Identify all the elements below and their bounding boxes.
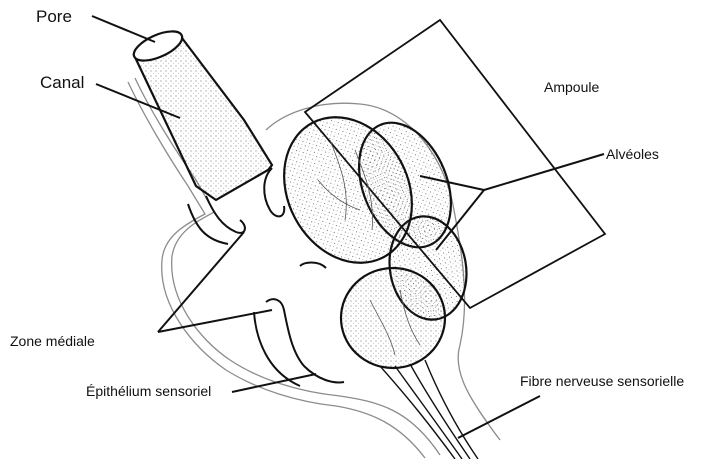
canal-tube (130, 25, 272, 200)
alveolus-bottom (341, 268, 445, 368)
label-pore: Pore (36, 8, 72, 25)
label-ampoule: Ampoule (544, 80, 599, 94)
label-epithelium: Épithélium sensoriel (86, 384, 211, 398)
alveoles-leader (484, 154, 604, 190)
label-zone-mediale: Zone médiale (10, 334, 95, 348)
label-alveoles: Alvéoles (606, 147, 659, 161)
label-canal: Canal (40, 74, 84, 91)
nerve-fibre-bundle (380, 360, 478, 459)
alveoli (259, 95, 474, 368)
fibre-leader (458, 396, 540, 438)
pore-leader (92, 16, 155, 42)
label-fibre: Fibre nerveuse sensorielle (520, 374, 684, 388)
epithelium-leader (232, 374, 316, 392)
